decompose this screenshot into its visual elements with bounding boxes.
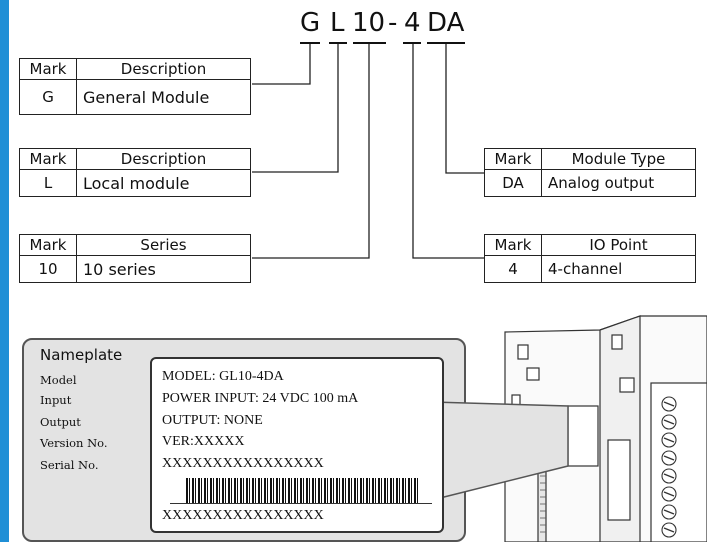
barcode-baseline [170, 503, 432, 504]
table-header-module-type: Module Type [541, 148, 696, 170]
value-cell: 4-channel [541, 255, 696, 283]
page-edge-bar [0, 0, 9, 542]
mark-cell: 4 [484, 255, 542, 283]
nameplate-version-line: VER:XXXXX [162, 434, 245, 449]
mark-cell: G [19, 79, 77, 115]
code-type: DA [427, 8, 465, 38]
nameplate-label-output: Output [40, 415, 81, 429]
nameplate-label-version: Version No. [40, 436, 108, 450]
nameplate-label-input: Input [40, 393, 72, 407]
nameplate-model-line: MODEL: GL10-4DA [162, 369, 284, 384]
value-cell: Analog output [541, 169, 696, 197]
code-g: G [300, 8, 321, 38]
nameplate-label-model: Model [40, 373, 77, 387]
value-cell: General Module [76, 79, 251, 115]
nameplate-serial-bottom: XXXXXXXXXXXXXXXX [162, 508, 324, 523]
table-header-mark: Mark [19, 148, 77, 170]
nameplate-power-line: POWER INPUT: 24 VDC 100 mA [162, 391, 359, 406]
nameplate-output-line: OUTPUT: NONE [162, 413, 263, 428]
mark-cell: 10 [19, 255, 77, 283]
nameplate-serial-line: XXXXXXXXXXXXXXXX [162, 456, 324, 471]
table-header-description: Description [76, 148, 251, 170]
value-cell: 10 series [76, 255, 251, 283]
code-io: 4 [404, 8, 421, 38]
code-l: L [330, 8, 345, 38]
table-header-io-point: IO Point [541, 234, 696, 256]
nameplate-label-serial: Serial No. [40, 458, 99, 472]
mark-cell: L [19, 169, 77, 197]
nameplate-title: Nameplate [40, 346, 123, 364]
code-series: 10 [352, 8, 386, 38]
code-dash: - [388, 8, 398, 38]
barcode [186, 478, 418, 504]
value-cell: Local module [76, 169, 251, 197]
